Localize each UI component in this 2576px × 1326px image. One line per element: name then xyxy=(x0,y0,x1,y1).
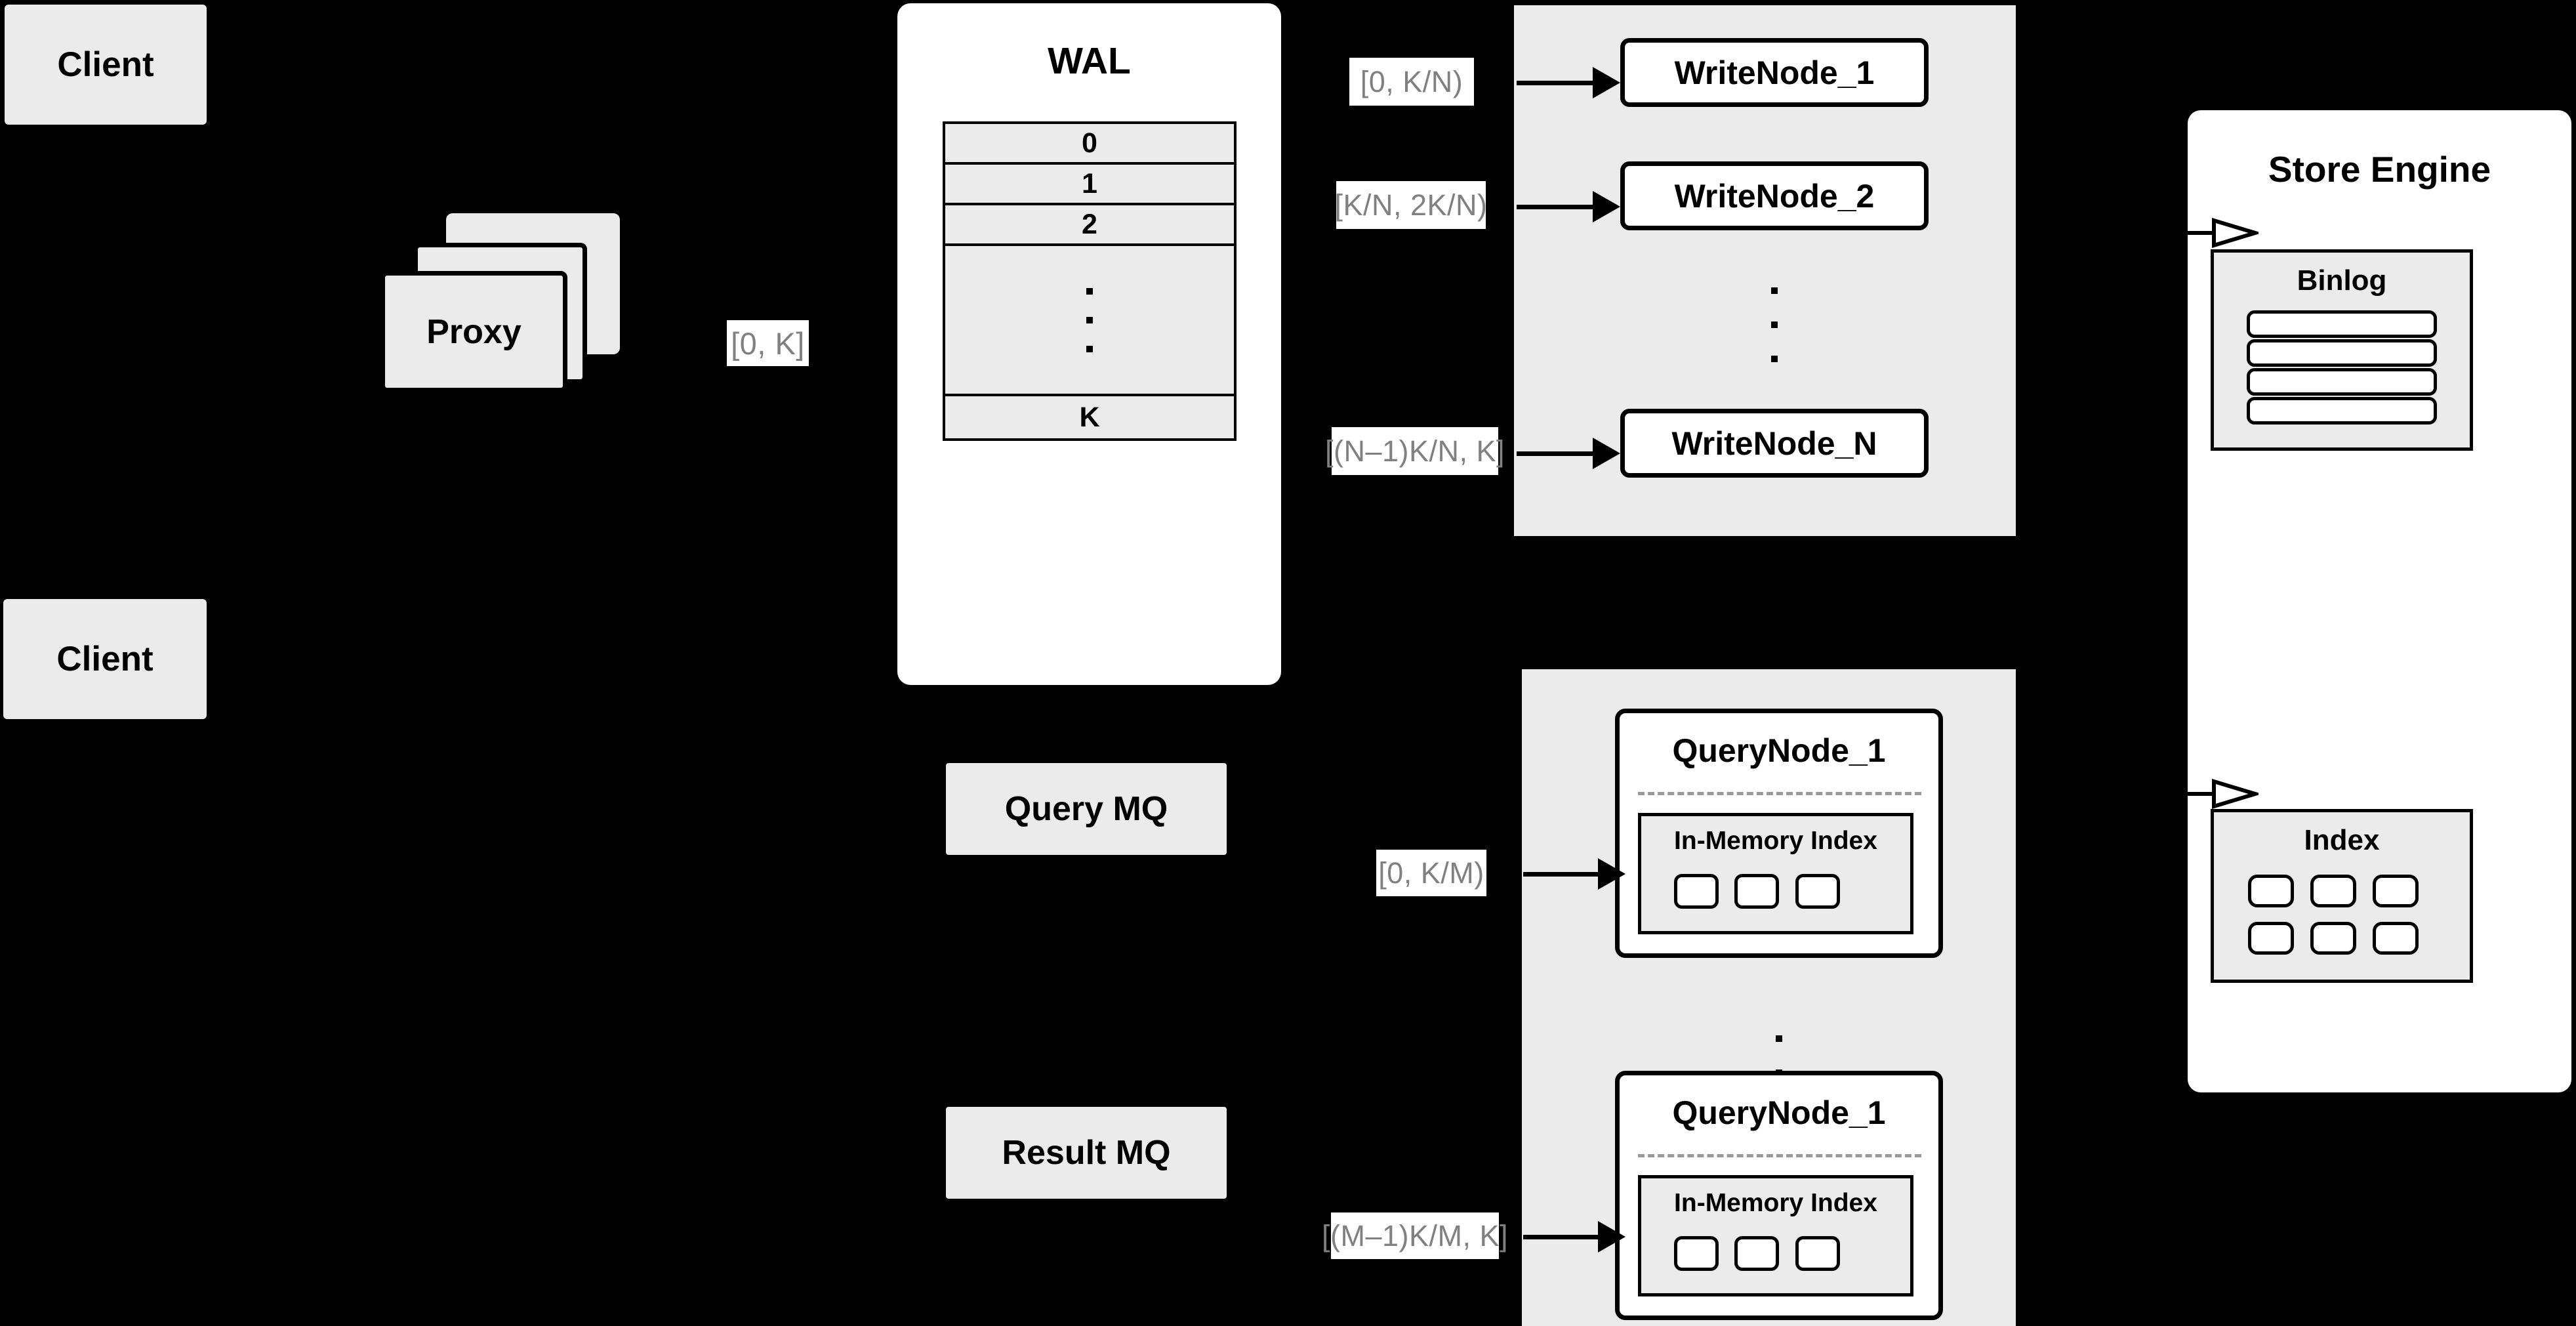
query-node-m[interactable]: QueryNode_1 In-Memory Index xyxy=(1615,1071,1943,1320)
binlog-bar xyxy=(2247,397,2437,425)
proxy-stack[interactable]: Proxy xyxy=(380,213,669,433)
arrow-head-writenode-2 xyxy=(1593,191,1620,222)
index-chip xyxy=(2310,875,2356,907)
edge-label-querynode-m: [(M–1)K/M, K] xyxy=(1322,1212,1508,1259)
arrow-hollow-icon xyxy=(2186,217,2262,249)
wal-row-0[interactable]: 0 xyxy=(945,124,1234,165)
index-chip xyxy=(2248,875,2294,907)
edge-label-writenode-2: [K/N, 2K/N) xyxy=(1334,181,1488,229)
index-chip xyxy=(2373,922,2419,955)
write-node-2[interactable]: WriteNode_2 xyxy=(1620,161,1929,230)
ellipsis-dot xyxy=(1771,356,1778,362)
edge-label-writenode-1-text: [0, K/N) xyxy=(1360,64,1463,98)
wal-row-1[interactable]: 1 xyxy=(945,165,1234,205)
in-memory-index-title-m: In-Memory Index xyxy=(1674,1189,1877,1217)
arrow-mq-to-querynode-m xyxy=(1523,1235,1601,1239)
index-title: Index xyxy=(2304,824,2380,856)
ellipsis-dot xyxy=(1086,316,1093,323)
write-node-1[interactable]: WriteNode_1 xyxy=(1620,38,1929,107)
wal-row-2-label: 2 xyxy=(1082,208,1097,240)
ellipsis-dot xyxy=(1086,345,1093,352)
arrow-wal-to-writenode-2 xyxy=(1517,205,1595,209)
edge-label-querynode-m-text: [(M–1)K/M, K] xyxy=(1321,1218,1509,1253)
wal-row-0-label: 0 xyxy=(1082,127,1097,159)
write-node-n-label: WriteNode_N xyxy=(1671,425,1877,462)
ellipsis-dot xyxy=(1776,1035,1782,1042)
wal-title: WAL xyxy=(1048,40,1131,82)
index-chip xyxy=(2248,922,2294,955)
query-node-cluster: QueryNode_1 In-Memory Index QueryNode_1 … xyxy=(1522,669,2016,1326)
client-label-2: Client xyxy=(56,640,153,678)
arrow-head-writenode-n xyxy=(1593,438,1620,469)
arrow-mq-to-querynode-1 xyxy=(1523,872,1601,877)
write-node-2-label: WriteNode_2 xyxy=(1674,177,1875,215)
binlog-title: Binlog xyxy=(2297,264,2387,297)
wal-row-2[interactable]: 2 xyxy=(945,205,1234,246)
edge-label-writenode-n-text: [(N–1)K/N, K] xyxy=(1324,434,1505,468)
arrow-wal-to-writenode-n xyxy=(1517,451,1595,456)
index-chip xyxy=(1674,1236,1719,1271)
query-node-1-label: QueryNode_1 xyxy=(1672,732,1886,769)
query-node-1[interactable]: QueryNode_1 In-Memory Index xyxy=(1615,709,1943,958)
binlog-bar xyxy=(2247,368,2437,396)
write-node-ellipsis xyxy=(1735,269,1814,381)
binlog-panel: Binlog xyxy=(2211,249,2473,451)
query-mq-label: Query MQ xyxy=(1004,790,1168,828)
arrow-to-index xyxy=(2186,777,2262,810)
client-box-2[interactable]: Client xyxy=(3,599,207,719)
proxy-label: Proxy xyxy=(426,312,521,351)
edge-label-querynode-1: [0, K/M) xyxy=(1376,850,1486,896)
edge-label-writenode-n: [(N–1)K/N, K] xyxy=(1325,427,1505,475)
ellipsis-dot xyxy=(1771,287,1778,294)
query-node-m-label: QueryNode_1 xyxy=(1672,1094,1886,1131)
in-memory-index-panel-1: In-Memory Index xyxy=(1638,813,1913,934)
binlog-bar xyxy=(2247,310,2437,338)
arrow-wal-to-writenode-1 xyxy=(1517,81,1595,85)
store-engine-title: Store Engine xyxy=(2268,149,2491,190)
arrow-head-writenode-1 xyxy=(1593,67,1620,98)
binlog-bar xyxy=(2247,339,2437,367)
query-node-m-divider xyxy=(1638,1154,1921,1157)
index-chip xyxy=(1674,874,1719,909)
index-chip xyxy=(2310,922,2356,955)
wal-row-1-label: 1 xyxy=(1082,167,1097,199)
edge-label-proxy-to-wal-text: [0, K] xyxy=(731,325,805,361)
index-chip xyxy=(1734,874,1779,909)
wal-entries: 0 1 2 K xyxy=(943,121,1237,441)
arrow-head-querynode-m xyxy=(1598,1221,1625,1253)
ellipsis-dot xyxy=(1086,287,1093,295)
in-memory-index-title-1: In-Memory Index xyxy=(1674,827,1877,855)
arrow-to-binlog xyxy=(2186,217,2262,249)
index-chip xyxy=(1734,1236,1779,1271)
store-engine-panel: Store Engine Binlog Index xyxy=(2188,110,2571,1092)
in-memory-index-panel-m: In-Memory Index xyxy=(1638,1175,1913,1296)
result-mq-label: Result MQ xyxy=(1002,1134,1171,1172)
client-label-1: Client xyxy=(57,45,154,84)
arrow-head-querynode-1 xyxy=(1598,858,1625,890)
query-mq-box[interactable]: Query MQ xyxy=(946,763,1227,855)
edge-label-writenode-1: [0, K/N) xyxy=(1349,58,1474,106)
index-chip xyxy=(1795,874,1840,909)
proxy-card-front[interactable]: Proxy xyxy=(380,271,567,392)
index-chip xyxy=(2373,875,2419,907)
index-chip xyxy=(1795,1236,1840,1271)
write-node-n[interactable]: WriteNode_N xyxy=(1620,409,1929,478)
wal-row-k-label: K xyxy=(1079,401,1100,433)
wal-panel: WAL 0 1 2 K xyxy=(897,3,1281,685)
index-panel: Index xyxy=(2211,809,2473,983)
client-box-1[interactable]: Client xyxy=(5,5,207,125)
write-node-1-label: WriteNode_1 xyxy=(1674,54,1875,91)
query-node-1-divider xyxy=(1638,792,1921,795)
wal-row-ellipsis xyxy=(945,246,1234,396)
arrow-hollow-icon xyxy=(2186,778,2262,810)
edge-label-writenode-2-text: [K/N, 2K/N) xyxy=(1334,188,1488,222)
edge-label-querynode-1-text: [0, K/M) xyxy=(1378,856,1484,890)
wal-row-k[interactable]: K xyxy=(945,396,1234,438)
ellipsis-dot xyxy=(1771,321,1778,328)
edge-label-proxy-to-wal: [0, K] xyxy=(727,320,809,366)
result-mq-box[interactable]: Result MQ xyxy=(946,1107,1227,1199)
